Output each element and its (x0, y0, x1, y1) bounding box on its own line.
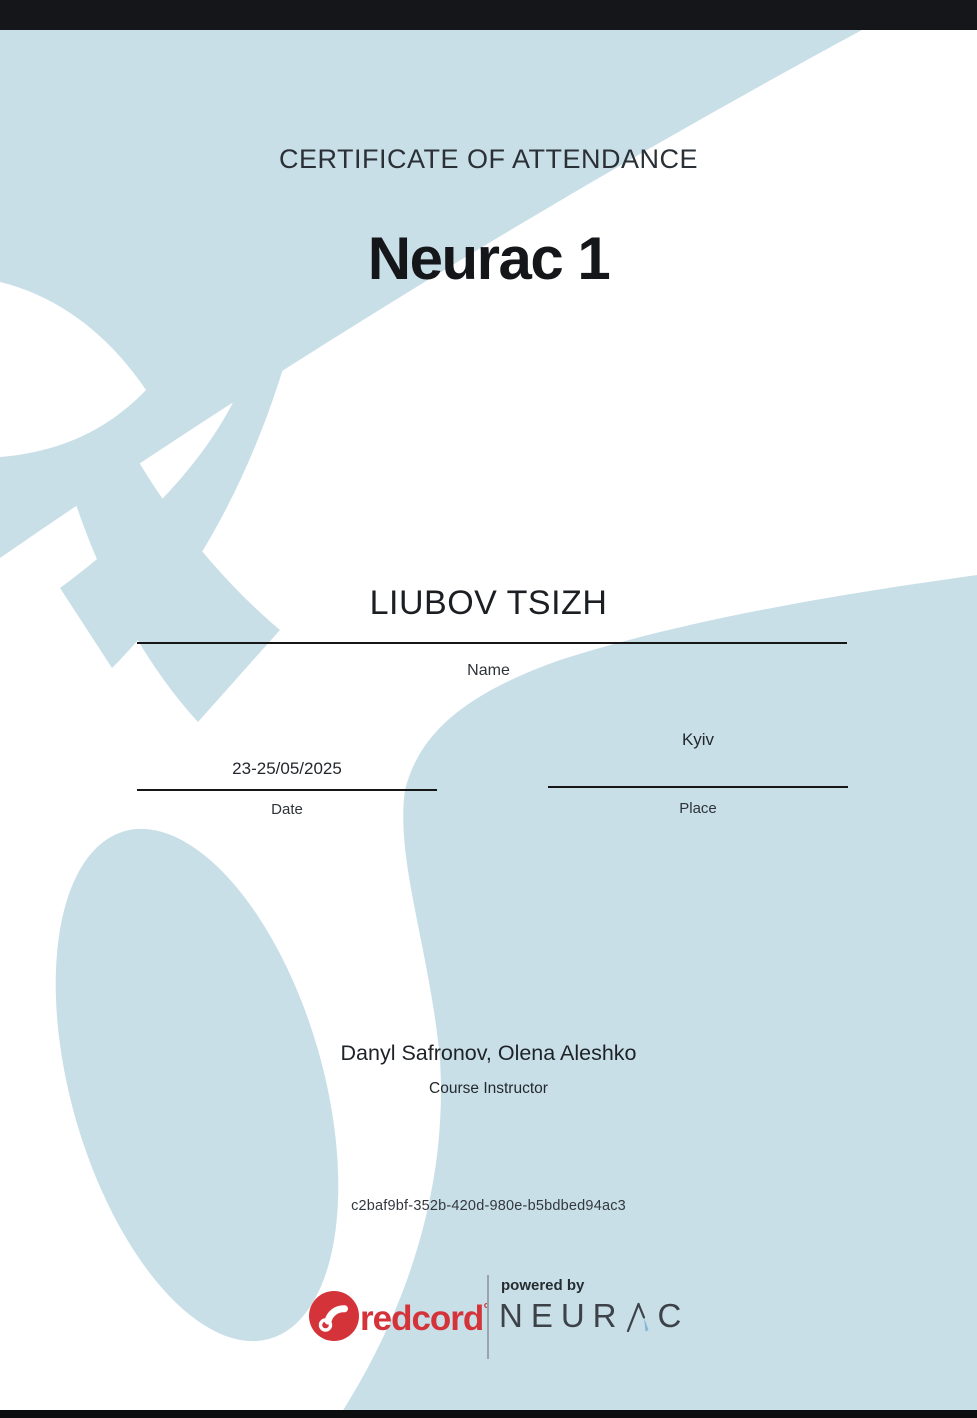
attendee-name: LIUBOV TSIZH (369, 584, 608, 622)
certificate-eyebrow: CERTIFICATE OF ATTENDANCE (278, 144, 699, 174)
instructor-field-label: Course Instructor (429, 1080, 548, 1097)
date-underline (137, 789, 437, 791)
instructor-names: Danyl Safronov, Olena Aleshko (340, 1041, 637, 1065)
blue-strap-right (60, 345, 290, 668)
place-field-label: Place (679, 800, 717, 817)
blue-right-blob (338, 575, 977, 1418)
place-value: Kyiv (681, 730, 715, 749)
place-underline (548, 786, 848, 788)
white-left-notch (0, 282, 146, 457)
certificate-id: c2baf9bf-352b-420d-980e-b5bdbed94ac3 (351, 1198, 626, 1214)
date-value: 23-25/05/2025 (232, 759, 342, 778)
date-field-label: Date (271, 801, 303, 818)
top-black-bar (0, 0, 977, 30)
name-field-label: Name (467, 662, 510, 679)
course-title: Neurac 1 (367, 225, 611, 292)
bottom-black-bar (0, 1410, 977, 1418)
name-underline (137, 642, 847, 644)
blue-leaf-shape (55, 828, 339, 1342)
